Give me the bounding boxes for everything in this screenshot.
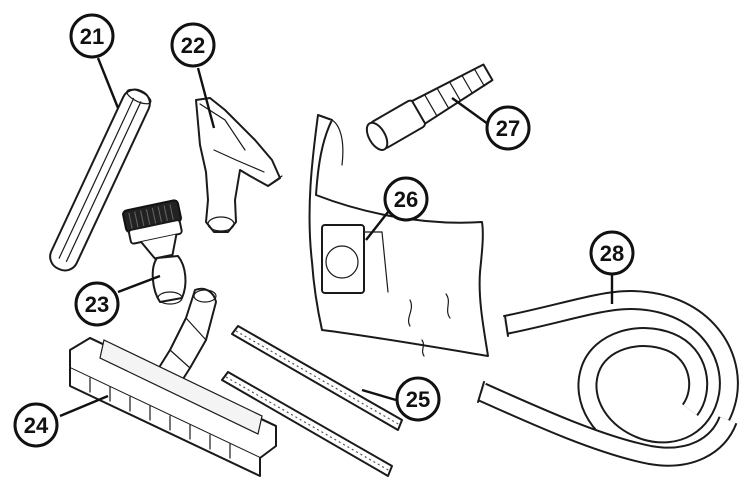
part-crevice-nozzle	[195, 97, 283, 233]
callout-21-label: 21	[80, 24, 104, 49]
part-hose-adapter	[365, 63, 494, 151]
leader-21	[96, 57, 120, 109]
callout-23-label: 23	[85, 292, 109, 317]
callout-28: 28	[589, 230, 635, 276]
callout-24-label: 24	[24, 413, 49, 438]
callout-27: 27	[485, 105, 531, 151]
callout-22-label: 22	[181, 33, 205, 58]
leader-25	[361, 388, 397, 402]
callout-26: 26	[383, 176, 429, 222]
part-filter-bag	[308, 114, 489, 357]
part-dusting-brush	[122, 199, 187, 305]
part-extension-tube	[49, 88, 152, 272]
callout-24: 24	[13, 402, 59, 448]
callout-25-label: 25	[406, 387, 430, 412]
leader-27	[451, 97, 489, 125]
callout-25: 25	[395, 376, 441, 422]
leader-23	[117, 274, 161, 294]
leader-24	[59, 394, 109, 418]
part-floor-nozzle	[69, 287, 277, 477]
callout-22: 22	[170, 22, 216, 68]
leader-26	[365, 211, 389, 241]
callout-28-label: 28	[600, 241, 624, 266]
callout-21: 21	[69, 13, 115, 59]
leader-lines	[59, 57, 614, 418]
leader-22	[196, 67, 216, 129]
callout-23: 23	[74, 281, 120, 327]
callout-27-label: 27	[496, 116, 520, 141]
part-suction-hose	[477, 289, 739, 467]
callout-26-label: 26	[394, 187, 418, 212]
part-brush-strips	[221, 325, 403, 477]
